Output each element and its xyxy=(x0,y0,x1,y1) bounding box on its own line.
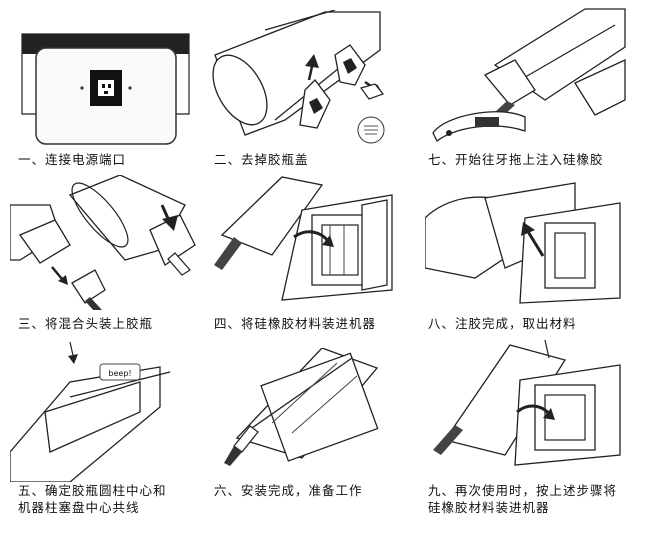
direction-arrow-icon xyxy=(516,404,555,420)
direction-arrow-icon xyxy=(293,230,334,247)
step-2-caption: 二、去掉胶瓶盖 xyxy=(214,152,309,167)
step-7-caption: 七、开始往牙拖上注入硅橡胶 xyxy=(428,152,604,167)
step-6-illustration xyxy=(212,348,402,473)
step-8-caption: 八、注胶完成，取出材料 xyxy=(428,316,577,331)
step-7-illustration xyxy=(425,5,630,145)
cartridge-icon xyxy=(71,182,129,248)
step-8-illustration xyxy=(425,178,630,308)
step-9-caption: 九、再次使用时，按上述步骤将 硅橡胶材料装进机器 xyxy=(428,483,618,515)
cartridge-icon xyxy=(271,362,358,434)
step-1-illustration xyxy=(18,30,193,148)
step-5-illustration: beep! xyxy=(10,342,200,482)
mixing-tip-icon xyxy=(224,425,259,466)
step-1-caption: 一、连接电源端口 xyxy=(18,152,127,167)
step-4-illustration xyxy=(212,175,402,310)
beep-label: beep! xyxy=(108,369,131,378)
direction-arrow-icon xyxy=(160,204,178,231)
step-2-illustration xyxy=(205,10,395,150)
step-6-caption: 六、安装完成，准备工作 xyxy=(214,483,363,498)
mixing-tip-icon xyxy=(71,269,106,310)
power-port-icon xyxy=(90,70,122,106)
beep-callout: beep! xyxy=(99,363,141,381)
cartridge-icon xyxy=(554,232,586,279)
direction-arrow-icon xyxy=(521,222,545,257)
step-3-caption: 三、将混合头装上胶瓶 xyxy=(18,316,154,331)
step-4-caption: 四、将硅橡胶材料装进机器 xyxy=(214,316,377,331)
step-9-illustration xyxy=(425,340,630,475)
cartridge-icon xyxy=(321,224,359,276)
step-5-caption: 五、确定胶瓶圆柱中心和 机器柱塞盘中心共线 xyxy=(18,483,167,515)
step-3-illustration xyxy=(10,175,200,310)
impression-tray-icon xyxy=(432,111,526,142)
